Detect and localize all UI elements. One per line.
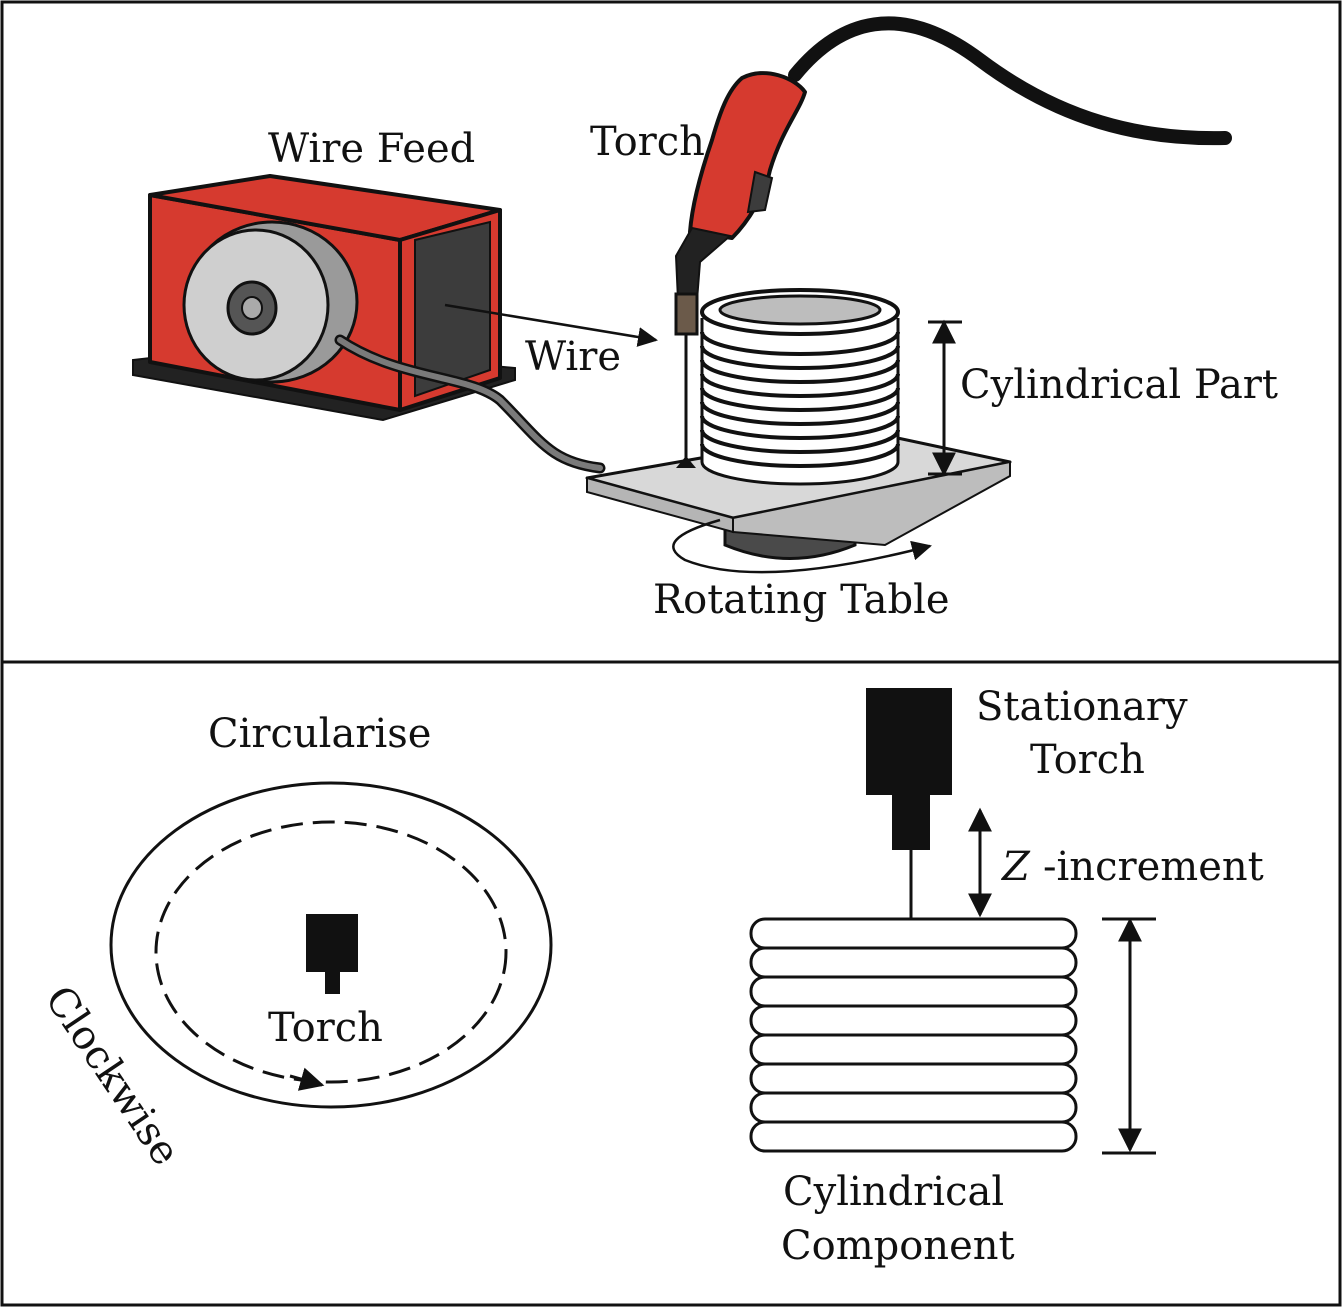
top-panel: Wire Feed Torch Wire Cylindrical Part Ro… xyxy=(132,16,1278,623)
mig-torch xyxy=(674,16,1232,468)
bottom-panel: Circularise Torch Clockwise Stationary T… xyxy=(36,684,1264,1269)
torch-icon-tip xyxy=(325,970,340,994)
label-stationary-torch: Torch xyxy=(1030,737,1145,783)
label-z-increment: -increment xyxy=(1043,844,1264,890)
label-circularise: Circularise xyxy=(208,711,431,757)
outer-path-ellipse xyxy=(109,781,553,1109)
stationary-torch-tip xyxy=(892,793,930,850)
spool-hole xyxy=(241,296,263,320)
torch-cable xyxy=(788,16,1232,146)
wire-arrow xyxy=(444,303,658,347)
rotation-arrow xyxy=(672,518,932,574)
torch-icon-body xyxy=(306,914,358,972)
label-component-line1: Cylindrical xyxy=(783,1169,1004,1215)
label-wire: Wire xyxy=(525,334,621,380)
label-z-symbol: Z xyxy=(1000,844,1031,890)
label-stationary: Stationary xyxy=(976,684,1188,730)
dashed-path-ellipse xyxy=(154,820,508,1084)
label-torch-bottom: Torch xyxy=(268,1005,383,1051)
label-rotating-table: Rotating Table xyxy=(653,577,950,623)
label-component-line2: Component xyxy=(781,1223,1015,1269)
wire-feed-unit xyxy=(132,174,606,474)
torch-nozzle xyxy=(674,292,699,336)
stationary-torch-body xyxy=(866,688,952,795)
wire-feed-side-panel xyxy=(414,220,491,398)
label-clockwise: Clockwise xyxy=(36,978,189,1174)
label-wire-feed: Wire Feed xyxy=(268,126,475,172)
circularise-view xyxy=(109,781,553,1109)
label-torch-top: Torch xyxy=(590,119,705,165)
layered-component xyxy=(749,917,1078,1153)
torch-neck xyxy=(674,226,733,301)
stationary-torch xyxy=(866,688,952,918)
torch-handle xyxy=(688,71,807,240)
label-cylindrical-part: Cylindrical Part xyxy=(960,362,1278,408)
clockwise-arrow xyxy=(289,1067,325,1091)
cylindrical-part xyxy=(700,288,900,486)
cylinder-top-inner xyxy=(718,294,882,326)
